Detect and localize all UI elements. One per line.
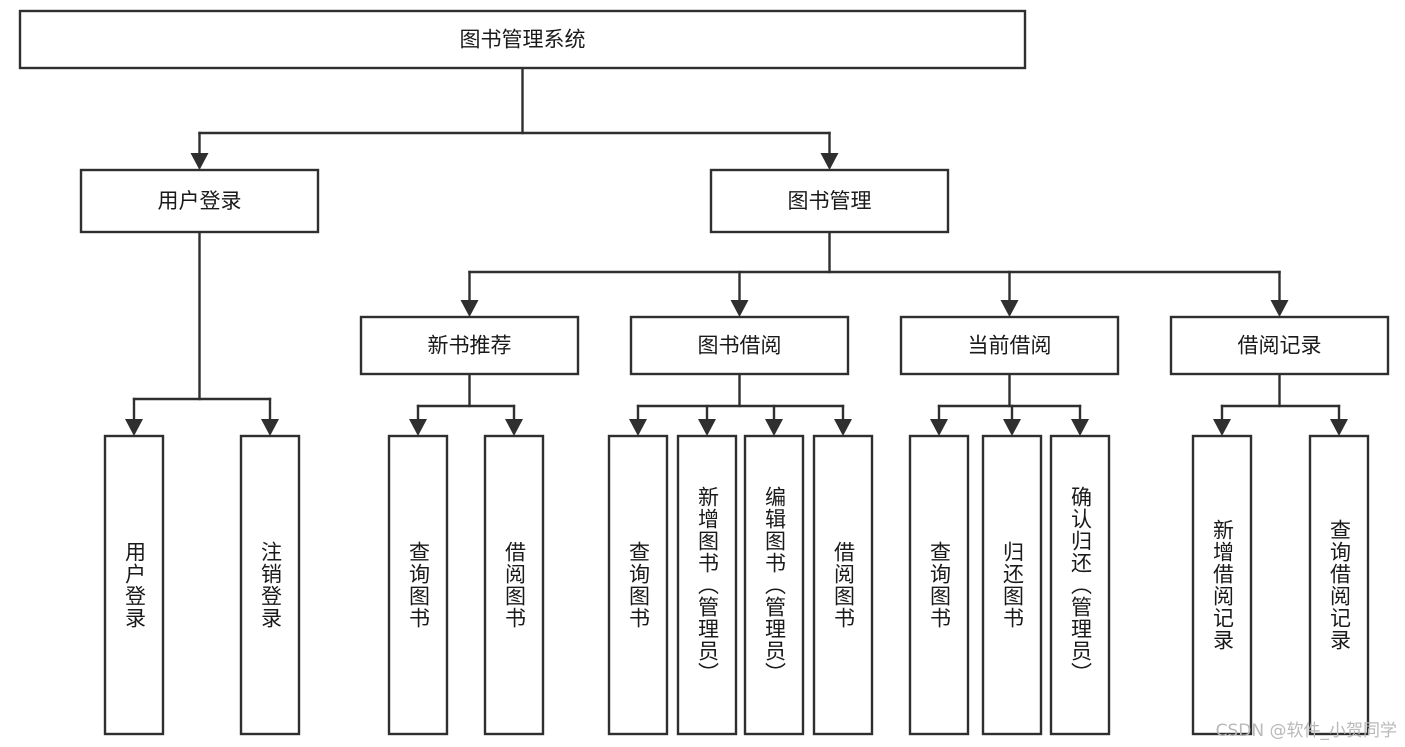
arrow-head: [409, 419, 427, 436]
arrow-head: [629, 419, 647, 436]
boxes-layer: [18, 9, 1390, 736]
node-box-borrow-record[interactable]: [1169, 315, 1390, 376]
node-box-current-borrow[interactable]: [899, 315, 1120, 376]
arrow-head: [765, 419, 783, 436]
arrow-head: [261, 419, 279, 436]
node-box-leaf-logout[interactable]: [239, 434, 301, 736]
node-box-leaf-add-borrow-record[interactable]: [1191, 434, 1253, 736]
node-box-book-management[interactable]: [709, 168, 950, 234]
connectors-layer: [125, 66, 1348, 436]
arrow-head: [930, 419, 948, 436]
node-box-leaf-query-book-recommend[interactable]: [387, 434, 449, 736]
arrow-head: [698, 419, 716, 436]
node-box-leaf-query-book-current[interactable]: [908, 434, 970, 736]
watermark: CSDN @软件_小贺同学: [1215, 721, 1397, 741]
node-box-root[interactable]: [18, 9, 1027, 70]
node-box-book-borrow[interactable]: [629, 315, 850, 376]
arrow-head: [1270, 300, 1289, 317]
node-label-book-borrow: 图书借阅: [698, 334, 782, 358]
arrow-head: [1330, 419, 1348, 436]
node-box-leaf-edit-book[interactable]: [743, 434, 805, 736]
node-box-leaf-user-login[interactable]: [103, 434, 165, 736]
node-label-user-login: 用户登录: [158, 189, 242, 213]
node-box-leaf-borrow-book-recommend[interactable]: [483, 434, 545, 736]
node-label-book-management: 图书管理: [788, 189, 872, 213]
arrow-head: [730, 300, 749, 317]
node-label-new-book-recommend: 新书推荐: [428, 334, 512, 358]
node-box-new-book-recommend[interactable]: [359, 315, 580, 376]
arrow-head: [505, 419, 523, 436]
node-box-user-login[interactable]: [79, 168, 320, 234]
node-box-leaf-borrow-book[interactable]: [812, 434, 874, 736]
arrow-head: [834, 419, 852, 436]
arrow-head: [1003, 419, 1021, 436]
arrow-head: [125, 419, 143, 436]
arrow-head: [460, 300, 479, 317]
node-label-root: 图书管理系统: [460, 28, 586, 52]
arrow-head: [1071, 419, 1089, 436]
arrow-head: [1213, 419, 1231, 436]
node-box-leaf-query-borrow-record[interactable]: [1308, 434, 1370, 736]
node-label-borrow-record: 借阅记录: [1238, 334, 1322, 358]
node-box-leaf-query-book-borrow[interactable]: [607, 434, 669, 736]
node-box-leaf-add-book[interactable]: [676, 434, 738, 736]
node-label-current-borrow: 当前借阅: [968, 334, 1052, 358]
arrow-head: [1000, 300, 1019, 317]
node-box-leaf-confirm-return[interactable]: [1049, 434, 1111, 736]
arrow-head: [820, 153, 839, 170]
arrow-head: [190, 153, 209, 170]
node-box-leaf-return-book[interactable]: [981, 434, 1043, 736]
